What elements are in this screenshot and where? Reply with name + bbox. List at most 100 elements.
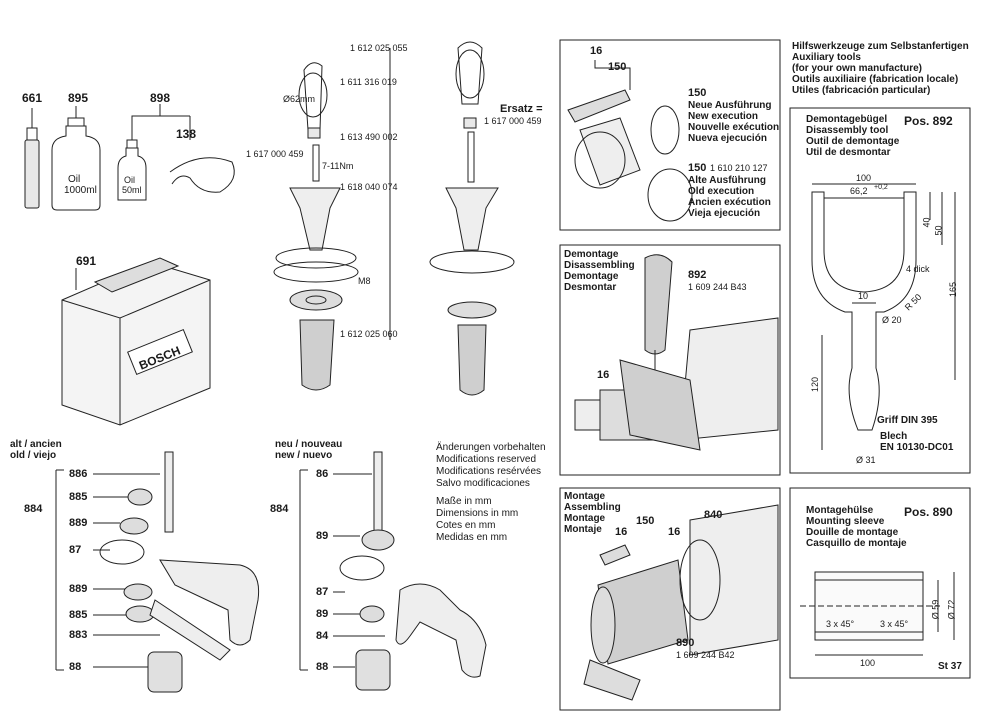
- demontage-drawing: [574, 254, 779, 451]
- alt-leader-lines: [55, 469, 160, 671]
- dim-10: 10: [858, 291, 869, 301]
- montage-tool-pn: 1 609 244 B42: [676, 650, 735, 660]
- alt-header-2: old / viejo: [10, 450, 57, 461]
- blech-label: Blech: [880, 431, 908, 442]
- pn-1612025060: 1 612 025 060: [340, 329, 398, 339]
- dim-d20: Ø 20: [882, 315, 902, 325]
- pn-1613490002: 1 613 490 002: [340, 132, 398, 142]
- grease-tube-drawing: [24, 108, 40, 209]
- demontage-title: Disassembling: [564, 260, 635, 271]
- old-exec-line: Vieja ejecución: [688, 208, 761, 219]
- panel150-new-num: 150: [688, 87, 707, 99]
- montage-p840: 840: [704, 509, 723, 521]
- panel-890-frame: [789, 487, 971, 679]
- dim-66: 66,2: [850, 186, 868, 196]
- panel-demontage-frame: [559, 244, 781, 476]
- alt-item: 885: [69, 491, 88, 503]
- alt-item: 889: [69, 517, 88, 529]
- grip-label: Griff DIN 395: [877, 415, 938, 426]
- demontage-title: Demontage: [564, 271, 619, 282]
- panel890-pos: Pos. 890: [904, 505, 953, 519]
- montage-drawing: [583, 504, 779, 701]
- panel-150-parts-drawing: [567, 60, 693, 222]
- dim-40: 40: [921, 217, 932, 228]
- torque-label: 7-11Nm: [322, 161, 354, 171]
- dim-chamfer-1: 3 x 45°: [826, 619, 855, 629]
- aux-header-line: Auxiliary tools: [792, 52, 861, 63]
- panel150-old-pn: 1 610 210 127: [710, 163, 768, 173]
- blech-spec: EN 10130-DC01: [880, 442, 954, 453]
- dim-100-sleeve: 100: [860, 658, 876, 668]
- aux-header-line: Hilfswerkzeuge zum Selbstanfertigen: [792, 41, 969, 52]
- montage-title: Montage: [564, 491, 606, 502]
- alt-parts-drawing: [99, 451, 260, 693]
- alt-group-884: 884: [24, 503, 43, 515]
- neu-item: 88: [316, 661, 329, 673]
- pn-1618040074: 1 618 040 074: [340, 182, 398, 192]
- neu-item: 86: [316, 468, 329, 480]
- montage-title: Montage: [564, 513, 606, 524]
- new-exec-line: New execution: [688, 111, 759, 122]
- dim-d59: Ø 59: [930, 599, 941, 620]
- neu-header-2: new / nuevo: [275, 450, 333, 461]
- panel892-title: Outil de demontage: [806, 136, 900, 147]
- demontage-p16: 16: [597, 369, 610, 381]
- old-exec-line: Ancien exécution: [688, 197, 771, 208]
- neu-item: 87: [316, 586, 329, 598]
- neu-item: 84: [316, 630, 329, 642]
- demontage-title: Demontage: [564, 249, 619, 260]
- montage-title: Montaje: [564, 524, 602, 535]
- notes-units: Medidas en mm: [436, 532, 508, 543]
- mounting-sleeve-drawing: [800, 571, 955, 656]
- neu-parts-drawing: [339, 451, 487, 691]
- dim-120: 120: [810, 376, 821, 393]
- alt-item: 88: [69, 661, 82, 673]
- demontage-title: Desmontar: [564, 282, 617, 293]
- panel-892-frame: [789, 107, 971, 474]
- alt-item: 886: [69, 468, 88, 480]
- part-895-label: 895: [68, 91, 89, 105]
- material-label: St 37: [938, 661, 962, 672]
- notes-changes: Änderungen vorbehalten: [436, 442, 546, 453]
- notes-units: Cotes en mm: [436, 520, 496, 531]
- dim-165: 165: [948, 281, 959, 298]
- dim-chamfer-2: 3 x 45°: [880, 619, 909, 629]
- oil-large-label-1: Oil: [68, 174, 81, 185]
- pn-1611316019: 1 611 316 019: [340, 77, 397, 87]
- alt-header-1: alt / ancien: [10, 439, 62, 450]
- old-exec-line: Alte Ausführung: [688, 175, 766, 186]
- neu-item: 89: [316, 608, 329, 620]
- notes-changes: Salvo modificaciones: [436, 478, 530, 489]
- side-handle-assembly-drawing: [273, 48, 391, 391]
- montage-tool-num: 890: [676, 637, 695, 649]
- dim-thick: 4 dick: [906, 264, 930, 274]
- new-exec-line: Nueva ejecución: [688, 133, 767, 144]
- m8-label: M8: [358, 276, 371, 286]
- dim-d31: Ø 31: [856, 455, 876, 465]
- alt-item: 883: [69, 629, 88, 641]
- old-exec-line: Old execution: [688, 186, 755, 197]
- notes-changes: Modifications resérvées: [436, 466, 542, 477]
- panel892-pos: Pos. 892: [904, 114, 953, 128]
- alt-item: 87: [69, 544, 82, 556]
- notes-changes: Modifications reserved: [436, 454, 537, 465]
- dim-50: 50: [933, 225, 944, 236]
- neu-group-884: 884: [270, 503, 289, 515]
- panel150-old-num: 150: [688, 162, 707, 174]
- montage-p150: 150: [636, 515, 655, 527]
- alt-item: 885: [69, 609, 88, 621]
- neu-header-1: neu / nouveau: [275, 439, 343, 450]
- disassembly-tool-drawing: [811, 183, 956, 450]
- panel890-title: Casquillo de montaje: [806, 538, 907, 549]
- part-898-label: 898: [150, 91, 171, 105]
- replacement-handle-drawing: [429, 41, 515, 396]
- neu-leader-lines: [299, 469, 385, 671]
- demontage-tool-num: 892: [688, 269, 707, 281]
- aux-header-line: Outils auxiliaire (fabrication locale): [792, 74, 959, 85]
- notes-units: Maße in mm: [436, 496, 492, 507]
- notes-units: Dimensions in mm: [436, 508, 519, 519]
- diameter-62-label: Ø62mm: [283, 94, 316, 104]
- aux-header-line: Utiles (fabricación particular): [792, 85, 931, 96]
- oil-large-label-2: 1000ml: [64, 185, 97, 196]
